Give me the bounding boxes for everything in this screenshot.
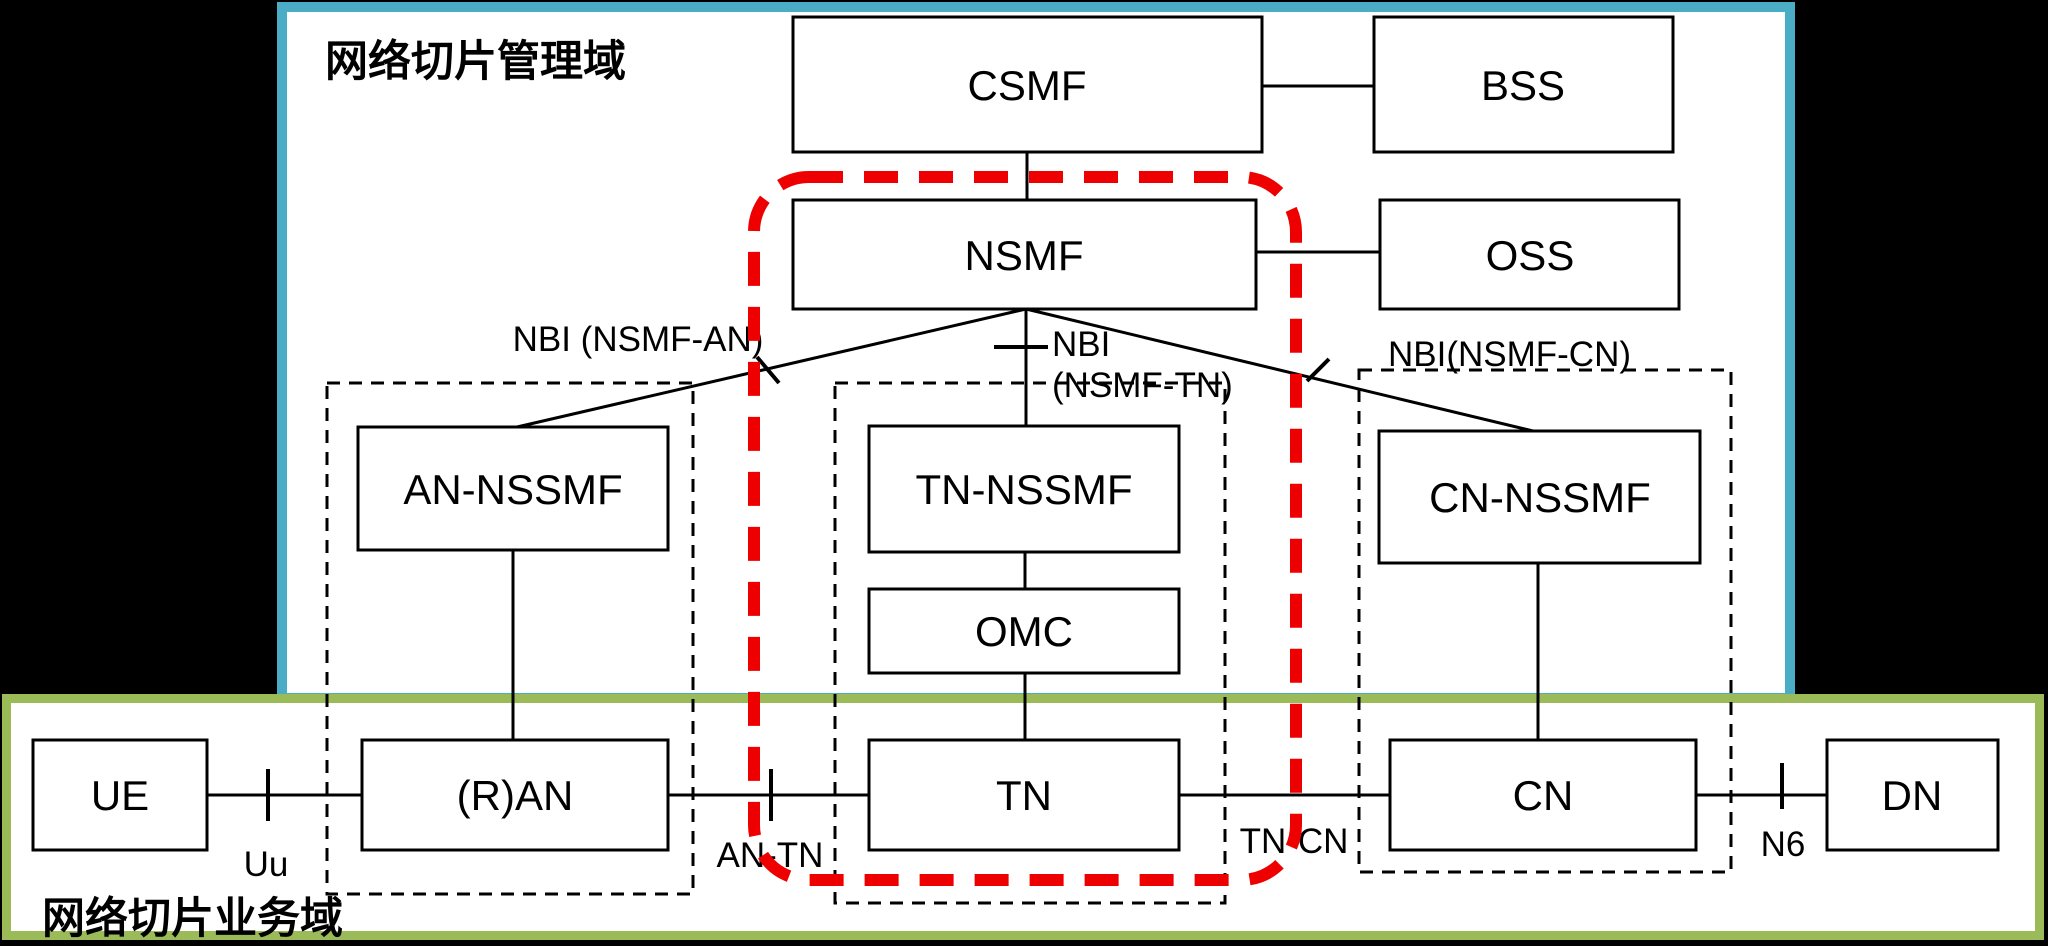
tn-subdomain-dashed-rect — [833, 381, 1227, 905]
an-subdomain-dashed-rect — [325, 381, 695, 896]
nbi-nsmf-cn-label: NBI(NSMF-CN) — [1388, 335, 1631, 374]
link-nsmf-an-nssmf — [516, 307, 1027, 429]
oss-box — [1378, 198, 1681, 311]
cn-box — [1388, 738, 1698, 852]
omc-label: OMC — [975, 608, 1073, 655]
an-nssmf-box — [356, 425, 670, 552]
omc-box — [867, 587, 1181, 675]
nbi-an-reference-point-tick — [755, 355, 781, 385]
service-domain-title: 网络切片业务域 — [42, 894, 343, 943]
nsmf-box — [791, 198, 1258, 311]
nbi-nsmf-tn-label-line2: (NSMF-TN) — [1052, 366, 1233, 405]
bss-label: BSS — [1481, 62, 1565, 109]
uu-label: Uu — [244, 845, 289, 884]
bss-box — [1372, 15, 1675, 154]
oss-label: OSS — [1486, 232, 1575, 279]
link-nsmf-cn-nssmf — [1025, 307, 1534, 433]
nbi-nsmf-an-label: NBI (NSMF-AN) — [513, 320, 764, 359]
ran-label: (R)AN — [457, 772, 574, 819]
ran-box — [360, 738, 670, 852]
management-domain-title: 网络切片管理域 — [325, 37, 626, 86]
nbi-nsmf-tn-label-line1: NBI — [1052, 325, 1110, 364]
cn-nssmf-label: CN-NSSMF — [1429, 474, 1651, 521]
tn-nssmf-box — [867, 424, 1181, 554]
an-nssmf-label: AN-NSSMF — [403, 466, 622, 513]
ue-box — [31, 738, 209, 852]
csmf-label: CSMF — [968, 62, 1087, 109]
tn-box — [867, 738, 1181, 852]
n6-label: N6 — [1761, 825, 1806, 864]
nbi-cn-reference-point-tick — [1305, 357, 1331, 383]
dn-label: DN — [1882, 772, 1943, 819]
tn-nssmf-label: TN-NSSMF — [916, 466, 1133, 513]
ue-label: UE — [91, 772, 149, 819]
nsmf-label: NSMF — [965, 232, 1084, 279]
cn-nssmf-box — [1377, 429, 1702, 565]
cn-subdomain-dashed-rect — [1357, 368, 1733, 874]
dn-box — [1825, 738, 2000, 852]
csmf-box — [791, 15, 1264, 154]
tn-label: TN — [996, 772, 1052, 819]
transport-slice-highlight-rect — [748, 171, 1302, 886]
cn-label: CN — [1513, 772, 1574, 819]
